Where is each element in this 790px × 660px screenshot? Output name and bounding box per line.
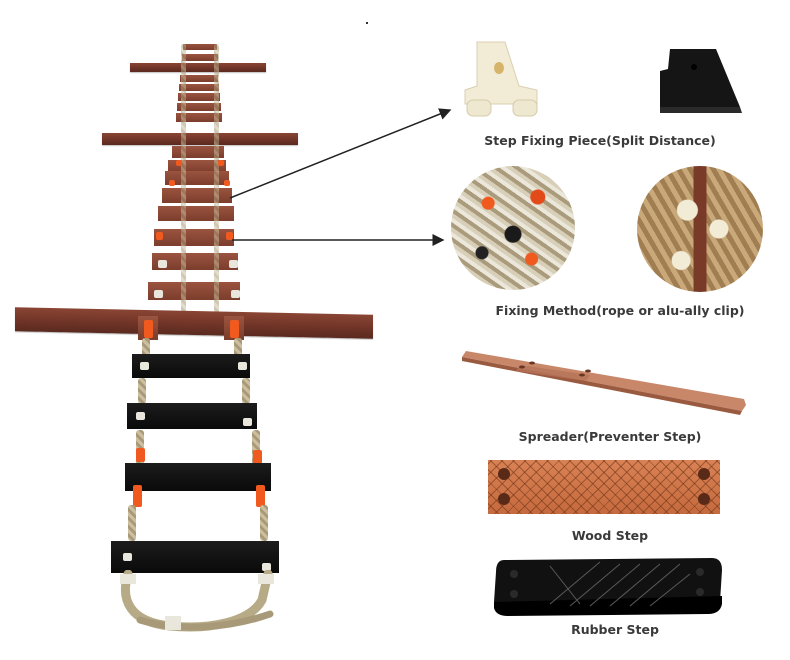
rope-right (242, 378, 250, 404)
wood-step-hole (698, 493, 710, 505)
caption-rubber-step: Rubber Step (571, 622, 659, 637)
rope-right (234, 338, 242, 358)
wood-step-row (182, 54, 218, 61)
wood-step-row (177, 103, 221, 111)
rope-right (252, 430, 260, 466)
rope-clip (140, 362, 149, 370)
rubber-step-row (127, 403, 257, 429)
caption-spreader: Spreader(Preventer Step) (518, 429, 702, 444)
spreader-plank (102, 133, 298, 145)
rubber-step-row (132, 354, 250, 378)
fixing-method-rope-image (451, 166, 575, 290)
orange-clip (176, 160, 182, 166)
rubber-step-row (125, 463, 271, 491)
rope-left (142, 338, 150, 358)
orange-clip (133, 485, 142, 507)
wood-step-hole (498, 493, 510, 505)
orange-clip (230, 320, 239, 338)
orange-clip (226, 232, 233, 240)
rope-right (260, 505, 268, 541)
wood-step-row (179, 84, 219, 91)
orange-clip (218, 160, 224, 166)
orange-clip (256, 485, 265, 507)
wood-step-row (176, 113, 222, 122)
fixing-method-clip-image (637, 166, 763, 292)
wood-step-image (488, 460, 720, 514)
rope-clip (231, 290, 240, 298)
orange-clip (136, 448, 145, 462)
stray-dot (366, 22, 368, 24)
rope-clip (136, 412, 145, 420)
rubber-step-row (111, 541, 279, 573)
pilot-ladder-illustration (15, 44, 373, 632)
spreader-image (462, 351, 746, 415)
rope-clip (238, 362, 247, 370)
rope-clip (123, 553, 132, 561)
wood-step-hole (498, 468, 510, 480)
black-fixing-piece-image (660, 49, 742, 113)
orange-clip (156, 232, 163, 240)
orange-clip (144, 320, 153, 338)
arrow-right-up-icon (229, 108, 452, 199)
rope-left (138, 378, 146, 404)
white-fixing-piece-image (464, 41, 538, 117)
wood-step-row (180, 75, 218, 82)
caption-step-fixing-piece: Step Fixing Piece(Split Distance) (484, 133, 716, 148)
spreader-plank (130, 63, 266, 72)
orange-clip (224, 180, 230, 186)
wood-step-row (178, 93, 220, 101)
rope-clip (158, 260, 167, 268)
rope-clip (229, 260, 238, 268)
caption-wood-step: Wood Step (571, 528, 649, 543)
rope-left (181, 44, 186, 314)
rope-clip (154, 290, 163, 298)
rope-loop (120, 570, 274, 632)
wood-step-row (183, 44, 217, 50)
rope-left (128, 505, 136, 541)
rope-right (214, 44, 219, 314)
rubber-step-image (494, 558, 722, 616)
caption-fixing-method: Fixing Method(rope or alu-ally clip) (495, 303, 745, 318)
wood-step-hole (698, 468, 710, 480)
rope-clip (262, 563, 271, 571)
orange-clip (253, 450, 262, 464)
rope-clip (243, 418, 252, 426)
orange-clip (169, 180, 175, 186)
